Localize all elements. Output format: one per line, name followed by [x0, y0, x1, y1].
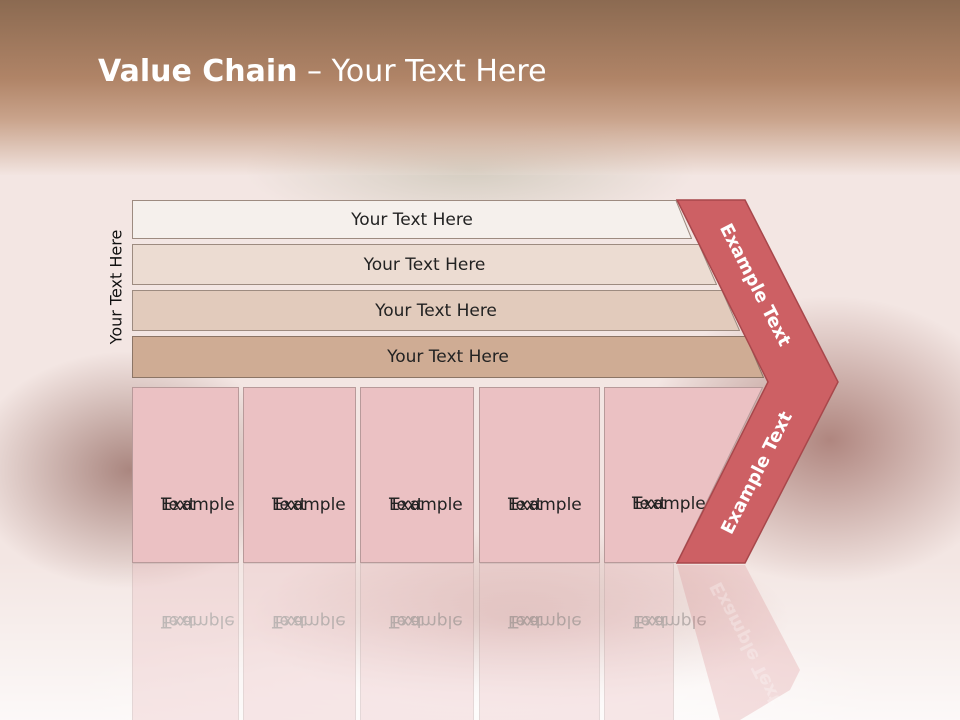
side-label[interactable]: Your Text Here: [106, 229, 126, 345]
slide-title[interactable]: Value Chain – Your Text Here: [98, 54, 547, 89]
bar-3-label: Your Text Here: [375, 300, 497, 321]
title-rest: – Your Text Here: [297, 54, 547, 89]
bar-1[interactable]: Your Text Here: [132, 200, 692, 239]
bottom-fade: [0, 560, 960, 720]
header-band: [0, 0, 960, 175]
title-bold: Value Chain: [98, 54, 298, 89]
bar-2-label: Your Text Here: [363, 254, 486, 275]
bar-4-label: Your Text Here: [387, 347, 509, 367]
bar-3[interactable]: Your Text Here: [132, 290, 740, 331]
bar-4[interactable]: Your Text Here: [132, 336, 764, 378]
bar-1-label: Your Text Here: [351, 209, 473, 230]
bar-2[interactable]: Your Text Here: [132, 244, 717, 285]
